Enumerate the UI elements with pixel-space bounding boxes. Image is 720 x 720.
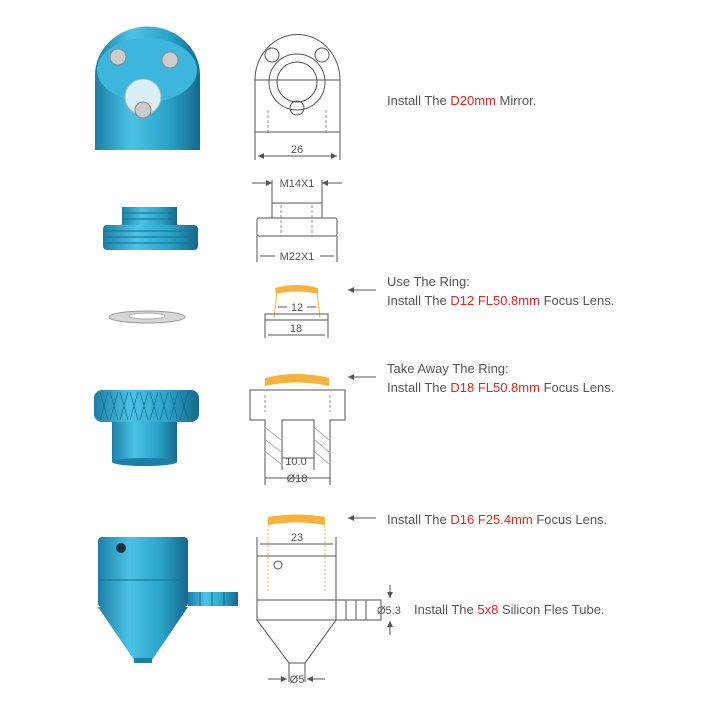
threaded-adapter-photo <box>103 207 198 250</box>
step-heading: Use The Ring: <box>387 274 470 289</box>
step-tube-label: Install The 5x8 Silicon Fles Tube. <box>414 600 605 619</box>
dim-tube-diameter: Ø5.3 <box>377 605 401 617</box>
nozzle-photo <box>98 537 238 663</box>
dim-ring-inner: 12 <box>291 302 303 314</box>
step-highlight: D12 FL50.8mm <box>450 293 540 308</box>
step-text: Install The <box>387 293 451 308</box>
step-highlight: D20mm <box>450 93 496 108</box>
step-text: Mirror. <box>495 93 537 108</box>
mirror-mount-photo <box>95 26 200 150</box>
step-highlight: D16 F25.4mm <box>450 512 533 527</box>
dim-nozzle-tip: Ø5 <box>290 674 305 686</box>
step-mirror-label: Install The D20mm Mirror. <box>387 91 536 110</box>
step-text: Focus Lens. <box>539 380 615 395</box>
step-text: Install The <box>387 93 451 108</box>
step-heading: Take Away The Ring: <box>387 361 509 376</box>
lens-shape <box>275 285 318 294</box>
threaded-adapter-drawing: M14X1 M22X1 <box>252 178 342 263</box>
nozzle-drawing: 23 Ø5.3 Ø5 <box>256 514 401 686</box>
step-nozzle-lens-label: Install The D16 F25.4mm Focus Lens. <box>387 510 607 529</box>
mirror-mount-drawing: 26 <box>254 33 341 160</box>
step-no-ring-lens-label: Take Away The Ring: Install The D18 FL50.… <box>387 359 614 397</box>
step-text: Focus Lens. <box>539 293 615 308</box>
step-highlight: 5x8 <box>477 602 499 617</box>
step-text: Silicon Fles Tube. <box>498 602 605 617</box>
step-text: Focus Lens. <box>532 512 608 527</box>
ring-lens-drawing: 12 18 <box>264 285 329 338</box>
dim-mirror-width: 26 <box>291 144 303 156</box>
dim-ring-outer: 18 <box>290 323 302 335</box>
dim-nut-outer: Ø18 <box>287 473 308 485</box>
step-ring-lens-label: Use The Ring: Install The D12 FL50.8mm Fo… <box>387 272 614 310</box>
dim-thread-top: M14X1 <box>280 178 315 190</box>
step-text: Install The <box>387 512 451 527</box>
step-text: Install The <box>414 602 478 617</box>
step-text: Install The <box>387 380 451 395</box>
knurled-nut-drawing: 10.0 Ø18 <box>249 374 346 485</box>
dim-nut-inner: 10.0 <box>285 456 306 468</box>
dim-thread-bottom: M22X1 <box>280 251 315 263</box>
dim-nozzle-width: 23 <box>291 532 303 544</box>
pointer-arrows <box>348 287 376 521</box>
washer-ring-photo <box>108 310 186 324</box>
step-highlight: D18 FL50.8mm <box>450 380 540 395</box>
knurled-nut-photo <box>94 390 199 466</box>
